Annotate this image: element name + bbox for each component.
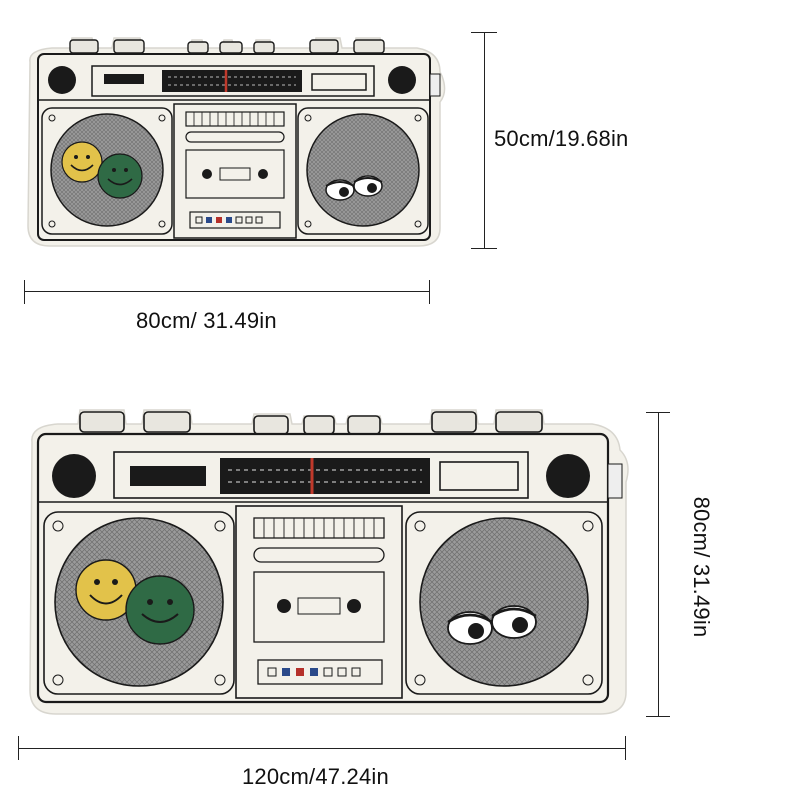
- tuner-dial: [162, 70, 302, 92]
- small-height-line: [484, 32, 485, 248]
- speaker-right: [306, 113, 420, 227]
- large-width-line: [18, 748, 626, 749]
- control-buttons: [195, 216, 263, 224]
- small-height-label: 50cm/19.68in: [494, 126, 629, 151]
- knobs: [79, 411, 543, 435]
- tweeter-right: [546, 454, 590, 498]
- large-width-label: 120cm/47.24in: [242, 764, 389, 789]
- tuner-dial: [220, 458, 430, 494]
- tweeter-right: [388, 66, 416, 94]
- sleepy-eyes: [447, 605, 537, 645]
- tweeter-left: [52, 454, 96, 498]
- cassette-window: [253, 571, 385, 643]
- speaker-right: [419, 517, 589, 687]
- smiley-yellow: [61, 141, 103, 183]
- smiley-green: [97, 153, 143, 199]
- large-boombox-rug: [29, 409, 629, 715]
- small-boombox-rug: [27, 37, 446, 247]
- large-height-line: [658, 412, 659, 717]
- small-width-label: 80cm/ 31.49in: [136, 308, 277, 333]
- tweeter-left: [48, 66, 76, 94]
- smiley-green: [125, 575, 195, 645]
- small-width-line: [24, 291, 430, 292]
- control-buttons: [267, 667, 361, 677]
- knobs: [69, 39, 385, 54]
- cassette-window: [185, 149, 285, 199]
- large-height-label: 80cm/ 31.49in: [689, 496, 714, 638]
- sleepy-eyes: [325, 175, 383, 201]
